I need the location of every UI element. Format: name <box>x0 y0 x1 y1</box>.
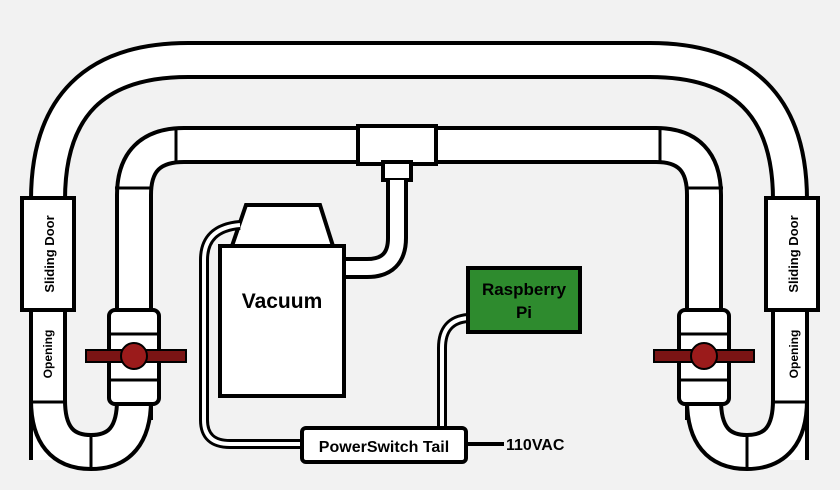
left-door-label: Sliding Door <box>42 215 57 292</box>
right-door-label: Sliding Door <box>786 215 801 292</box>
left-valve <box>85 308 187 406</box>
right-valve <box>653 308 755 406</box>
vacuum-power-cord <box>199 220 304 449</box>
left-valve-knob <box>120 342 148 370</box>
raspberry-pi-label-line2: Pi <box>516 303 532 322</box>
right-door-panel <box>764 196 820 312</box>
outer-pipe <box>29 41 809 460</box>
right-valve-knob <box>690 342 718 370</box>
powerswitch-tail: PowerSwitch Tail <box>300 426 468 464</box>
right-opening-label: Opening <box>787 330 801 379</box>
raspberry-pi-box <box>466 266 582 334</box>
right-sliding-door: Sliding Door <box>764 196 820 312</box>
left-door-panel <box>20 196 76 312</box>
tee-fitting <box>356 124 438 182</box>
left-sliding-door: Sliding Door <box>20 196 76 312</box>
vacuum-body <box>218 244 346 398</box>
vacuum-unit: Vacuum <box>218 203 346 398</box>
vacuum-hose <box>336 180 408 279</box>
left-opening-label: Opening <box>41 330 55 379</box>
raspberry-pi: Raspberry Pi <box>466 266 582 334</box>
mains-label: 110VAC <box>506 437 565 454</box>
vacuum-lid <box>229 203 336 248</box>
pi-control-cable <box>437 313 469 430</box>
powerswitch-label: PowerSwitch Tail <box>319 439 449 456</box>
vacuum-label: Vacuum <box>242 290 323 313</box>
raspberry-pi-label-line1: Raspberry <box>482 280 567 299</box>
